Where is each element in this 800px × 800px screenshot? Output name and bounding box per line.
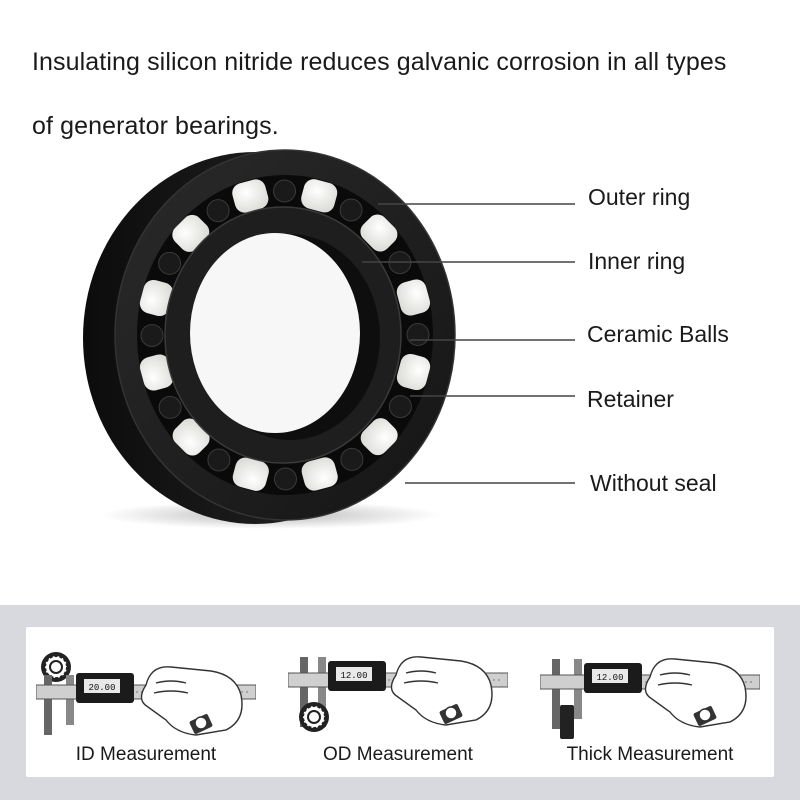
- ceramic-ball: [301, 179, 338, 213]
- retainer-pocket: [206, 199, 230, 223]
- measurement-id: 20.00 ID Measurement: [26, 627, 266, 777]
- ceramic-ball: [172, 214, 210, 252]
- ceramic-ball: [139, 354, 174, 391]
- caliper-display-thick: 12.00: [596, 673, 623, 683]
- bearing-side-icon: [560, 705, 574, 739]
- ceramic-ball: [360, 214, 398, 252]
- ceramic-ball: [360, 418, 398, 456]
- measurement-panel: 20.00 ID Measurement: [0, 605, 800, 800]
- ceramic-balls: [139, 179, 431, 491]
- retainer-pocket: [273, 179, 296, 203]
- retainer-pocket: [388, 395, 412, 419]
- caliper-icon: 12.00: [540, 658, 760, 739]
- retainer-pocket: [274, 467, 297, 491]
- headline-line-1: Insulating silicon nitride reduces galva…: [32, 48, 727, 76]
- label-outer-ring: Outer ring: [588, 184, 691, 210]
- retainer-pocket: [140, 324, 164, 347]
- caliper-display-od: 12.00: [340, 671, 367, 681]
- label-thick-measurement: Thick Measurement: [566, 744, 734, 765]
- watch-icon: [693, 706, 717, 726]
- hand-icon: [140, 666, 243, 736]
- ceramic-ball: [396, 353, 431, 391]
- bore: [190, 233, 360, 433]
- bearing-icon: [41, 652, 71, 682]
- bearing-icon: [299, 702, 329, 732]
- ceramic-ball: [301, 457, 338, 491]
- ceramic-ball: [232, 457, 269, 491]
- hand-icon: [644, 658, 747, 728]
- retainer-pocket: [158, 251, 182, 275]
- label-without-seal: Without seal: [590, 470, 717, 496]
- retainer-pocket: [340, 447, 364, 471]
- ceramic-ball: [172, 418, 210, 456]
- retainer-pocket: [339, 198, 363, 222]
- retainer-pocket: [207, 448, 231, 472]
- bearing-illustration: [83, 149, 575, 529]
- measurement-od: 12.00 OD Measurement: [278, 627, 518, 777]
- measurement-card: 20.00 ID Measurement: [26, 627, 774, 777]
- ceramic-ball: [396, 279, 431, 316]
- headline-line-2: of generator bearings.: [32, 112, 279, 140]
- label-od-measurement: OD Measurement: [323, 744, 473, 765]
- caliper-icon: 12.00: [288, 656, 508, 732]
- hand-icon: [390, 656, 493, 726]
- caliper-display-id: 20.00: [88, 683, 115, 693]
- headline: Insulating silicon nitride reduces galva…: [32, 30, 782, 158]
- label-inner-ring: Inner ring: [588, 248, 686, 274]
- ceramic-ball: [232, 179, 269, 213]
- measurement-thick: 12.00 Thick Measurement: [530, 627, 770, 777]
- watch-icon: [189, 714, 213, 734]
- caliper-icon: 20.00: [36, 652, 256, 736]
- watch-icon: [439, 704, 463, 724]
- ceramic-ball: [139, 279, 174, 317]
- label-ceramic-balls: Ceramic Balls: [587, 321, 729, 347]
- label-id-measurement: ID Measurement: [75, 744, 217, 765]
- retainer-pocket: [406, 323, 430, 346]
- retainer-pocket: [158, 395, 182, 419]
- label-retainer: Retainer: [587, 386, 674, 412]
